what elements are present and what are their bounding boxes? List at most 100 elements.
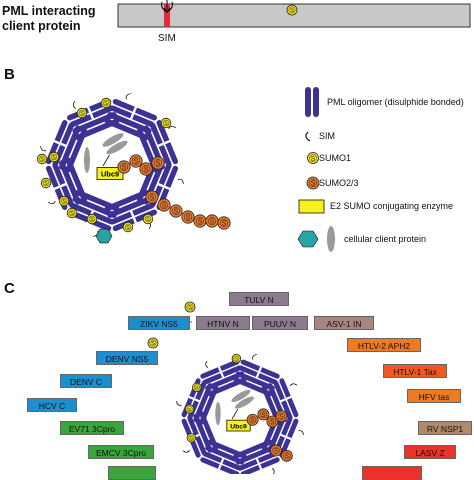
viral-protein-partial-red <box>362 466 422 480</box>
client-protein-oval <box>102 133 124 147</box>
sumo1-bead: S <box>231 353 242 364</box>
sumo23-bead-glyph: S <box>134 158 139 166</box>
sumo23-bead-glyph: S <box>285 453 289 460</box>
sumo23-bead-glyph: S <box>279 414 283 421</box>
ubc9-label: Ubc9 <box>101 170 119 179</box>
denv-sumo1-bead-glyph: S <box>151 341 155 347</box>
client-protein-oval <box>231 389 251 403</box>
sumo1-bead: S <box>58 195 70 207</box>
viral-protein-htlv1-tax: HTLV-1 Tax <box>383 364 447 378</box>
legend-client: cellular client protein <box>344 234 427 244</box>
ubc9-label: Ubc9 <box>230 423 247 430</box>
sim-motif <box>164 4 170 27</box>
sumo1-bead: S <box>86 213 98 225</box>
sumo23-bead: S <box>266 415 279 428</box>
sumo1-bead: S <box>160 117 172 129</box>
legend-sumo1-bead-glyph: S <box>311 155 315 162</box>
client-protein-legend-icon <box>297 226 335 252</box>
sumo23-bead-glyph: S <box>150 194 155 202</box>
legend-sumo23: SUMO2/3 <box>319 178 359 188</box>
sumo23-bead: S <box>257 408 270 421</box>
legend-e2: E2 SUMO conjugating enzyme <box>330 201 454 211</box>
sumo23-bead: S <box>169 204 183 218</box>
viral-protein-hcv-c: HCV C <box>27 398 77 412</box>
sumo1-bead-glyph: S <box>188 407 192 413</box>
sumo1-bead: S <box>40 177 52 189</box>
sumo1-bead-glyph: S <box>195 385 199 391</box>
pml-subunit <box>104 93 157 141</box>
legend-sumo1-bead: S <box>307 152 319 164</box>
sumo1-bead: S <box>36 153 48 165</box>
client-protein-hexagon <box>95 228 113 244</box>
sumo1-bead: S <box>76 107 88 119</box>
sumo23-bead: S <box>181 210 195 224</box>
e2-legend-icon <box>298 199 325 214</box>
viral-protein-partial-green <box>108 466 156 480</box>
sumo1-bead-glyph: S <box>62 199 66 205</box>
sumo1-bead-glyph: S <box>90 217 94 223</box>
viral-protein-puuv-n: PUUV N <box>252 316 308 330</box>
viral-protein-asv1-in: ASV-1 IN <box>314 316 374 330</box>
zikv-sumo1-bead-glyph: S <box>188 305 192 311</box>
legend-sumo23-bead: S <box>306 176 320 190</box>
sumo23-bead: S <box>157 198 171 212</box>
denv-sumo1-bead: S <box>147 337 159 349</box>
sumo23-bead-glyph: S <box>186 214 191 222</box>
viral-protein-ev71-3cpro: EV71 3Cpro <box>60 421 124 435</box>
client-protein-title: PML interacting client protein <box>2 4 96 34</box>
sumo1-bead: S <box>122 221 134 233</box>
sumo23-bead: S <box>129 154 143 168</box>
sumo23-bead-glyph: S <box>174 208 179 216</box>
sumo1-bead: S <box>184 404 195 414</box>
viral-protein-denv-ns5: DENV NS5 <box>96 351 158 365</box>
sumo23-bead: S <box>193 214 207 228</box>
viral-protein-rv-nsp1: RV NSP1 <box>418 421 472 435</box>
sumo1-bead: S <box>192 382 202 393</box>
sumo23-bead-glyph: S <box>274 448 278 455</box>
client-protein-oval <box>234 396 254 409</box>
panel-b-letter: B <box>4 66 15 83</box>
client-protein-title-line1: PML interacting <box>2 4 96 18</box>
legend-pml-oligomer: PML oligomer (disulphide bonded) <box>327 97 464 107</box>
sumo1-bead: S <box>186 433 197 443</box>
sumo23-bead-glyph: S <box>261 412 265 419</box>
sumo23-bead-glyph: S <box>250 417 254 424</box>
sumo23-bead: S <box>139 162 153 176</box>
viral-protein-lasv-z: LASV Z <box>404 445 456 459</box>
sumo23-bead-glyph: S <box>270 419 274 426</box>
sumo23-bead: S <box>217 216 231 230</box>
sumo1-bead-glyph: S <box>190 436 194 442</box>
sumo1-bead-glyph: S <box>126 225 130 231</box>
sumo1-bead-glyph: S <box>80 111 84 117</box>
client-protein-oval <box>84 147 90 173</box>
sumo1-legend-icon: S <box>307 152 319 164</box>
sumo1-bead-glyph: S <box>164 121 168 127</box>
sumo1-bead-glyph: S <box>44 181 48 187</box>
viral-protein-tulv-n: TULV N <box>229 292 289 306</box>
sim-legend-icon <box>305 131 311 142</box>
sumo23-bead: S <box>205 214 219 228</box>
legend-sim: SIM <box>319 131 336 141</box>
sumo1-bead-glyph: S <box>70 211 74 217</box>
viral-protein-hfv-tas: HFV tas <box>407 389 461 403</box>
sumo23-bead-glyph: S <box>162 202 167 210</box>
sumo23-bead-glyph: S <box>222 220 227 228</box>
sumo1-bead-glyph: S <box>104 101 108 107</box>
sim-hook-icon <box>161 0 173 13</box>
sumo23-bead: S <box>117 160 131 174</box>
sumo23-bead-glyph: S <box>122 164 127 172</box>
pml-subunit <box>200 359 247 397</box>
client-protein-oval <box>215 401 221 426</box>
sumo23-bead-glyph: S <box>144 166 149 174</box>
pml-subunit <box>233 354 280 397</box>
sumo1-bead: S <box>48 151 60 163</box>
zikv-sumo1-bead: S <box>184 301 196 313</box>
viral-protein-denv-c: DENV C <box>60 374 112 388</box>
sumo1-bead-glyph: S <box>52 155 56 161</box>
sim-label: SIM <box>158 33 176 44</box>
panel-c-letter: C <box>4 280 15 297</box>
sumo1-bead-glyph: S <box>146 217 150 223</box>
